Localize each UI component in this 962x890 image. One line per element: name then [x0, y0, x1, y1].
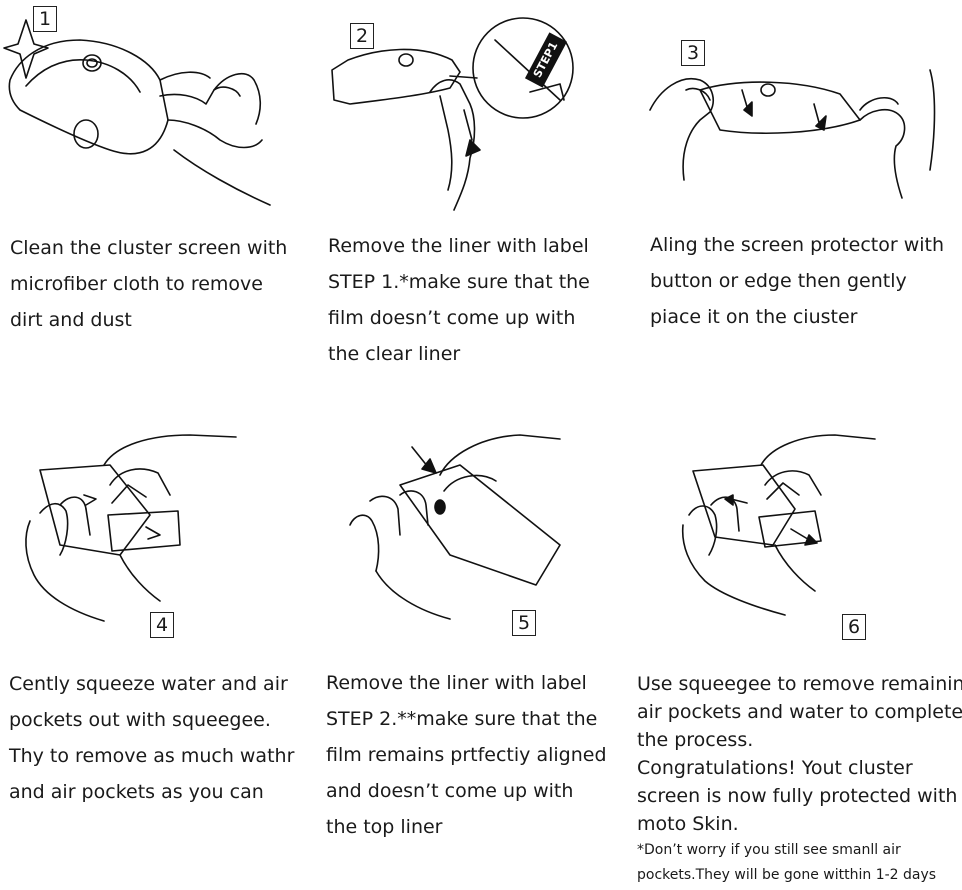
step-1-caption: Clean the cluster screen with microfiber… — [10, 230, 287, 338]
step-4-number: 4 — [150, 612, 174, 638]
step-6-number: 6 — [842, 614, 866, 640]
step-1-number: 1 — [33, 6, 57, 32]
caption-line: Remove the liner with label — [326, 672, 587, 694]
step-4-caption: Cently squeeze water and air pockets out… — [9, 666, 294, 810]
step-2-caption: Remove the liner with label STEP 1.*make… — [328, 228, 590, 372]
caption-line: Remove the liner with label — [328, 235, 589, 257]
note-line: pockets.They will be gone witthin 1-2 da… — [637, 867, 937, 883]
clean-cluster-illustration — [0, 0, 300, 215]
caption-line: STEP 1.*make sure that the — [328, 271, 590, 293]
caption-line: button or edge then gently — [650, 270, 907, 292]
caption-line: Cently squeeze water and air — [9, 673, 288, 695]
step-5-number: 5 — [512, 610, 536, 636]
caption-line: air pockets and water to complete — [637, 701, 962, 723]
caption-line: dirt and dust — [10, 309, 132, 331]
caption-line: the top liner — [326, 816, 443, 838]
step-6-caption: Use squeegee to remove remaining air poc… — [637, 670, 962, 888]
caption-line: piace it on the ciuster — [650, 306, 858, 328]
caption-line: film remains prtfectiy aligned — [326, 744, 607, 766]
final-squeegee-illustration — [675, 425, 915, 625]
caption-line: and air pockets as you can — [9, 781, 264, 803]
step-2-number: 2 — [350, 23, 374, 49]
caption-line: and doesn’t come up with — [326, 780, 574, 802]
step-3-number: 3 — [681, 40, 705, 66]
step-3-caption: Aling the screen protector with button o… — [650, 227, 944, 335]
caption-line: Aling the screen protector with — [650, 234, 945, 256]
caption-line: Thy to remove as much wathr — [9, 745, 295, 767]
note-line: *Don’t worry if you still see smanll air — [637, 842, 901, 858]
caption-line: microfiber cloth to remove — [10, 273, 263, 295]
squeegee-illustration — [0, 425, 300, 635]
step-5-caption: Remove the liner with label STEP 2.**mak… — [326, 665, 607, 845]
caption-line: Use squeegee to remove remaining — [637, 673, 962, 695]
caption-line: Congratulations! Yout cluster — [637, 757, 913, 779]
remove-liner-step2-illustration — [340, 425, 580, 625]
caption-line: screen is now fully protected with — [637, 785, 958, 807]
caption-line: film doesn’t come up with — [328, 307, 576, 329]
caption-line: the clear liner — [328, 343, 461, 365]
caption-line: the process. — [637, 729, 754, 751]
caption-line: moto Skin. — [637, 813, 739, 835]
caption-line: STEP 2.**make sure that the — [326, 708, 598, 730]
align-protector-illustration — [640, 30, 940, 200]
remove-liner-step1-illustration — [320, 0, 580, 215]
caption-line: pockets out with squeegee. — [9, 709, 271, 731]
caption-line: Clean the cluster screen with — [10, 237, 288, 259]
